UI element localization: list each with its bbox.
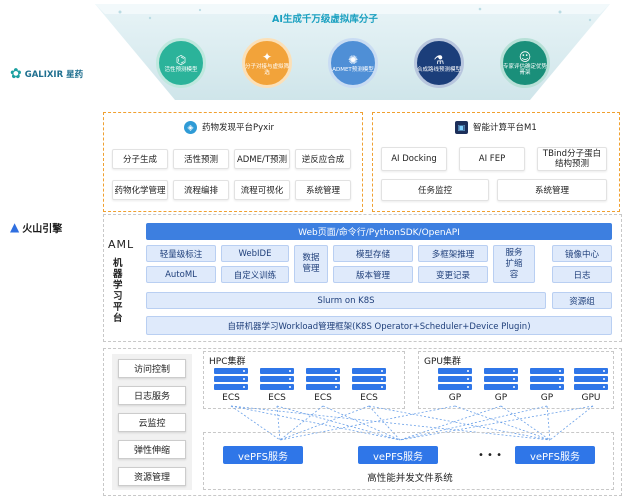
pyxir-logo-icon: ◈ <box>184 120 197 134</box>
ecs-node: ECS <box>214 368 248 403</box>
service-scaling[interactable]: 服务扩缩容 <box>493 245 535 283</box>
server-icon <box>214 368 248 390</box>
hpc-cluster: HPC集群 <box>203 351 405 409</box>
vepfs-service[interactable]: vePFS服务 <box>223 446 303 464</box>
infra-section <box>103 348 622 496</box>
server-icon <box>306 368 340 390</box>
banner-title: AI生成千万级虚拟库分子 <box>272 14 378 25</box>
server-icon <box>352 368 386 390</box>
volcano-logo: ▲ 火山引擎 <box>10 220 63 235</box>
cloud-monitor[interactable]: 云监控 <box>118 413 186 432</box>
pyxir-item[interactable]: 流程可视化 <box>234 180 290 200</box>
gpu-nodes: GP GP GP GPU <box>438 368 613 410</box>
automl[interactable]: AutoML <box>146 266 216 283</box>
vepfs-service[interactable]: vePFS服务 <box>515 446 595 464</box>
aml-vertical-label: 机器学习平台 <box>113 258 123 324</box>
m1-platform: ▣ 智能计算平台M1 AI Docking AI FEP TBind分子蛋白结构… <box>372 112 620 212</box>
route-icon: ⚗ <box>433 53 445 67</box>
aml-label: AML <box>108 238 135 251</box>
server-icon <box>484 368 518 390</box>
gpu-node: GPU <box>574 368 608 403</box>
model-storage[interactable]: 模型存储 <box>333 245 413 262</box>
volcano-logo-icon: ▲ <box>10 220 20 234</box>
m1-header: ▣ 智能计算平台M1 <box>455 120 605 134</box>
server-icon <box>530 368 564 390</box>
docking-icon: ✦ <box>261 50 273 64</box>
access-control[interactable]: 访问控制 <box>118 359 186 378</box>
banner-circles: ⌬ 活性预测模型 ✦ 分子对接与虚拟筛选 ✺ ADMET预测模型 ⚗ 合成路线预… <box>156 38 556 88</box>
gpu-node: GP <box>530 368 564 403</box>
log[interactable]: 日志 <box>552 266 612 283</box>
pyxir-item[interactable]: 药物化学管理 <box>112 180 168 200</box>
network-icon: ✺ <box>347 53 359 67</box>
pyxir-item[interactable]: 活性预测 <box>173 149 229 169</box>
web-interface-bar: Web页面/命令行/PythonSDK/OpenAPI <box>146 223 612 240</box>
m1-logo-icon: ▣ <box>455 120 468 134</box>
molecule-icon: ⌬ <box>175 53 187 67</box>
ecs-node: ECS <box>260 368 294 403</box>
resource-group[interactable]: 资源组 <box>552 292 612 309</box>
m1-item[interactable]: AI FEP <box>459 147 525 171</box>
server-icon <box>260 368 294 390</box>
pyxir-item[interactable]: 逆反应合成 <box>295 149 351 169</box>
ecs-node: ECS <box>306 368 340 403</box>
workload-framework[interactable]: 自研机器学习Workload管理框架(K8S Operator+Schedule… <box>146 316 612 335</box>
circle-synthesis: ⚗ 合成路线预测模型 <box>414 38 464 88</box>
circle-admet: ✺ ADMET预测模型 <box>328 38 378 88</box>
aml-section <box>103 214 622 342</box>
gpu-title: GPU集群 <box>424 357 461 367</box>
vepfs-service[interactable]: vePFS服务 <box>358 446 438 464</box>
multi-framework-inference[interactable]: 多框架推理 <box>418 245 488 262</box>
gpu-node: GP <box>438 368 472 403</box>
lightweight-annotation[interactable]: 轻量级标注 <box>146 245 216 262</box>
circle-expert: ☺ 专家评估确定优势骨架 <box>500 38 550 88</box>
ellipsis: • • • <box>477 449 503 461</box>
m1-item[interactable]: AI Docking <box>381 147 447 171</box>
circle-activity: ⌬ 活性预测模型 <box>156 38 206 88</box>
left-services-panel: 访问控制 日志服务 云监控 弹性伸缩 资源管理 <box>112 354 192 490</box>
hpc-title: HPC集群 <box>209 357 246 367</box>
webide[interactable]: WebIDE <box>221 245 289 262</box>
slurm-on-k8s[interactable]: Slurm on K8S <box>146 292 546 309</box>
pyxir-header: ◈ 药物发现平台Pyxir <box>184 120 354 134</box>
hpc-nodes: ECS ECS ECS ECS <box>214 368 404 410</box>
data-management[interactable]: 数据管理 <box>294 245 328 283</box>
custom-training[interactable]: 自定义训练 <box>221 266 289 283</box>
galixir-logo-icon: ✿ <box>10 66 22 82</box>
pyxir-item[interactable]: 系统管理 <box>295 180 351 200</box>
expert-icon: ☺ <box>518 50 532 64</box>
storage-section <box>203 432 614 490</box>
pyxir-item[interactable]: 流程编排 <box>173 180 229 200</box>
pyxir-item[interactable]: ADME/T预测 <box>234 149 290 169</box>
storage-label: 高性能并发文件系统 <box>367 473 453 484</box>
galixir-logo: ✿ GALIXIR 星药 <box>10 66 84 82</box>
circle-docking: ✦ 分子对接与虚拟筛选 <box>242 38 292 88</box>
server-icon <box>438 368 472 390</box>
pyxir-item[interactable]: 分子生成 <box>112 149 168 169</box>
gpu-node: GP <box>484 368 518 403</box>
pyxir-platform: ◈ 药物发现平台Pyxir 分子生成 活性预测 ADME/T预测 逆反应合成 药… <box>103 112 363 212</box>
mirror-center[interactable]: 镜像中心 <box>552 245 612 262</box>
elastic-scaling[interactable]: 弹性伸缩 <box>118 440 186 459</box>
m1-item[interactable]: 系统管理 <box>497 179 607 201</box>
m1-item[interactable]: 任务监控 <box>381 179 489 201</box>
gpu-cluster: GPU集群 <box>418 351 614 409</box>
log-service[interactable]: 日志服务 <box>118 386 186 405</box>
resource-management[interactable]: 资源管理 <box>118 467 186 486</box>
change-log[interactable]: 变更记录 <box>418 266 488 283</box>
version-management[interactable]: 版本管理 <box>333 266 413 283</box>
m1-item[interactable]: TBind分子蛋白结构预测 <box>537 147 607 171</box>
ecs-node: ECS <box>352 368 386 403</box>
server-icon <box>574 368 608 390</box>
